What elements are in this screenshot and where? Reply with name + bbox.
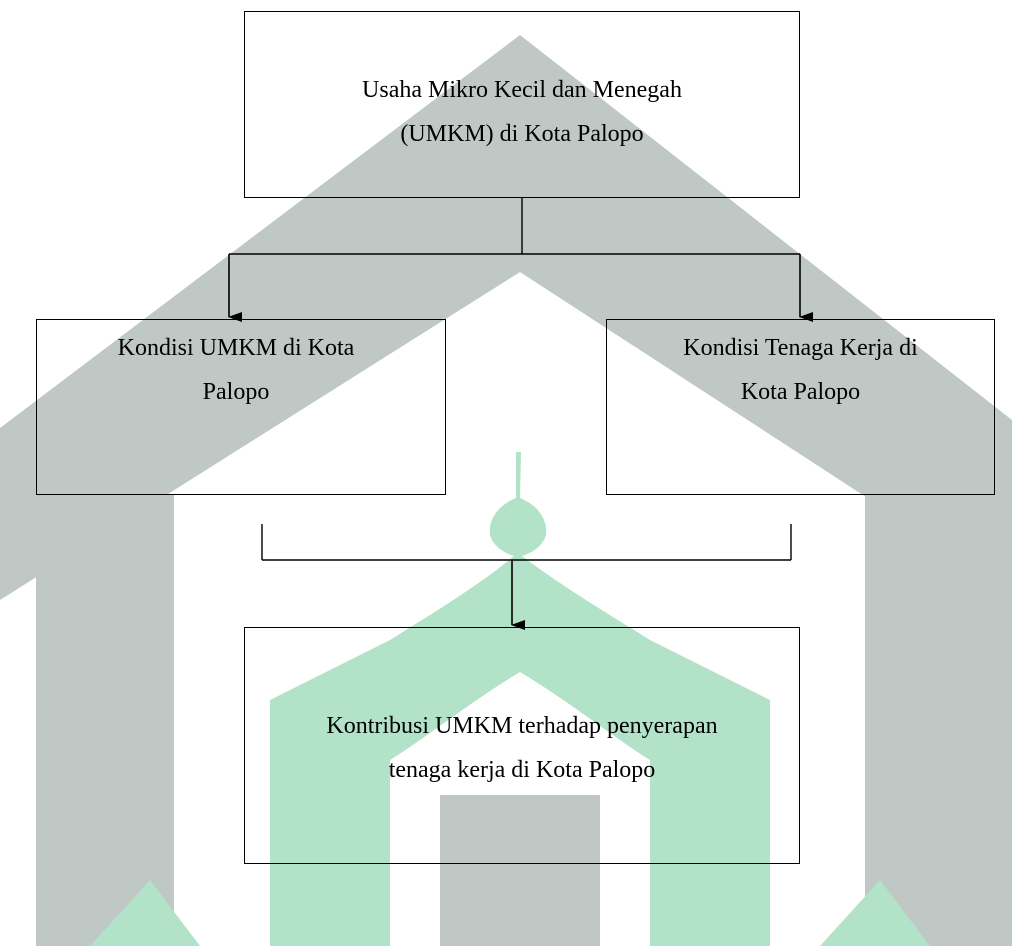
kondisi-tenaga-kerja-line2: Kota Palopo (740, 379, 861, 405)
kontribusi-umkm-line2: tenaga kerja di Kota Palopo (388, 757, 656, 783)
kondisi-umkm-box: Kondisi UMKM di Kota Palopo (36, 319, 446, 495)
watermark-green-arch (270, 452, 770, 946)
watermark-right-pillar (865, 490, 1012, 946)
kondisi-tenaga-kerja-box: Kondisi Tenaga Kerja di Kota Palopo (606, 319, 995, 495)
watermark-center-pillar (440, 795, 600, 946)
watermark-bottom-right-stroke (820, 880, 930, 946)
umkm-palopo-line1: Usaha Mikro Kecil dan Menegah (362, 77, 682, 103)
kontribusi-umkm-box: Kontribusi UMKM terhadap penyerapan tena… (244, 627, 800, 864)
kondisi-umkm-line1: Kondisi UMKM di Kota (117, 335, 355, 361)
umkm-palopo-box: Usaha Mikro Kecil dan Menegah (UMKM) di … (244, 11, 800, 198)
kondisi-umkm-line2: Palopo (202, 379, 270, 405)
watermark-bottom-left-stroke (90, 880, 200, 946)
kondisi-tenaga-kerja-line1: Kondisi Tenaga Kerja di (683, 335, 918, 361)
watermark-left-pillar (36, 495, 174, 946)
umkm-palopo-line2: (UMKM) di Kota Palopo (400, 121, 644, 147)
kontribusi-umkm-line1: Kontribusi UMKM terhadap penyerapan (326, 713, 718, 739)
